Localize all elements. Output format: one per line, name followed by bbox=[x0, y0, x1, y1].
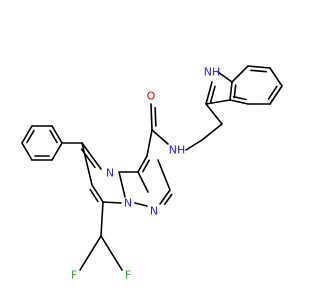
pyrazole-bond-2 bbox=[137, 171, 149, 193]
cf-right-bond bbox=[100, 235, 123, 271]
fluorine-left-label: F bbox=[71, 269, 77, 282]
indole-benzene-bond-6-second bbox=[232, 95, 247, 101]
pyrimidine-bond-3-second bbox=[89, 188, 99, 203]
indole-bond-1 bbox=[205, 81, 213, 105]
pyrazole-bond-1 bbox=[137, 155, 148, 173]
pyrazole-bond-4-second bbox=[163, 193, 173, 206]
amide-nh-label: NH bbox=[169, 144, 186, 157]
cf-left-bond bbox=[79, 235, 102, 271]
phenyl-bond-3 bbox=[51, 125, 63, 144]
linker-bond-2 bbox=[201, 123, 223, 141]
amide-n-bond bbox=[151, 129, 169, 145]
cf-bond bbox=[100, 201, 104, 237]
phenyl-bond-1-second bbox=[26, 129, 35, 144]
linker-bond-1 bbox=[185, 139, 203, 151]
indole-bond-1-second bbox=[209, 85, 216, 103]
bridgehead-nitrogen-label: N bbox=[124, 197, 132, 210]
pyrazole-bond-5 bbox=[157, 159, 171, 191]
indole-nh-label: NH bbox=[204, 66, 221, 79]
pyrimidine-bond-4 bbox=[102, 201, 122, 204]
indole-benzene-bond-4 bbox=[269, 85, 283, 105]
fluorine-right-label: F bbox=[125, 269, 131, 282]
indole-benzene-bond-2-second bbox=[250, 69, 268, 73]
pyrazole-bond-1-second bbox=[142, 159, 150, 173]
carbonyl-bond-second bbox=[154, 106, 157, 127]
indole-bond-3 bbox=[205, 99, 231, 105]
carbonyl-bond bbox=[150, 103, 153, 131]
carbonyl-oxygen-label: O bbox=[147, 90, 156, 103]
linker-bond-3 bbox=[205, 103, 223, 125]
indole-benzene-bond-6 bbox=[229, 99, 249, 105]
bond-layer bbox=[21, 65, 283, 271]
indole-bond-4-second bbox=[233, 84, 237, 99]
phenyl-bond-6 bbox=[21, 142, 33, 161]
molecule-diagram: NH NH O N N N F F bbox=[21, 65, 283, 282]
indole-benzene-bond-3 bbox=[269, 67, 283, 87]
indole-bond-2 bbox=[217, 71, 233, 83]
pyrimidine-bond-1 bbox=[81, 142, 102, 170]
phenyl-bond-4 bbox=[51, 142, 63, 161]
indole-bond-4 bbox=[229, 81, 233, 101]
indole-benzene-bond-2 bbox=[247, 65, 271, 69]
pyrazole-bond-4 bbox=[159, 189, 171, 205]
pyrazole-nitrogen-label: N bbox=[150, 205, 158, 218]
pyrimidine-bond-5 bbox=[118, 171, 126, 198]
indole-benzene-bond-4-second bbox=[267, 85, 278, 100]
pyrazole-bond-3 bbox=[134, 202, 148, 207]
pyrimidine-bond-3 bbox=[91, 184, 104, 203]
structure-svg: NH NH O N N N F F bbox=[21, 65, 283, 282]
pyrimidine-nitrogen-label: N bbox=[106, 167, 114, 180]
amide-c-bond bbox=[146, 129, 153, 157]
pyrimidine-bond-2 bbox=[81, 142, 93, 186]
phenyl-bond-3-second bbox=[49, 129, 58, 144]
phenyl-bond-1 bbox=[21, 125, 33, 144]
indole-benzene-bond-1 bbox=[231, 65, 249, 83]
atom-label-layer: NH NH O N N N F F bbox=[71, 66, 220, 282]
